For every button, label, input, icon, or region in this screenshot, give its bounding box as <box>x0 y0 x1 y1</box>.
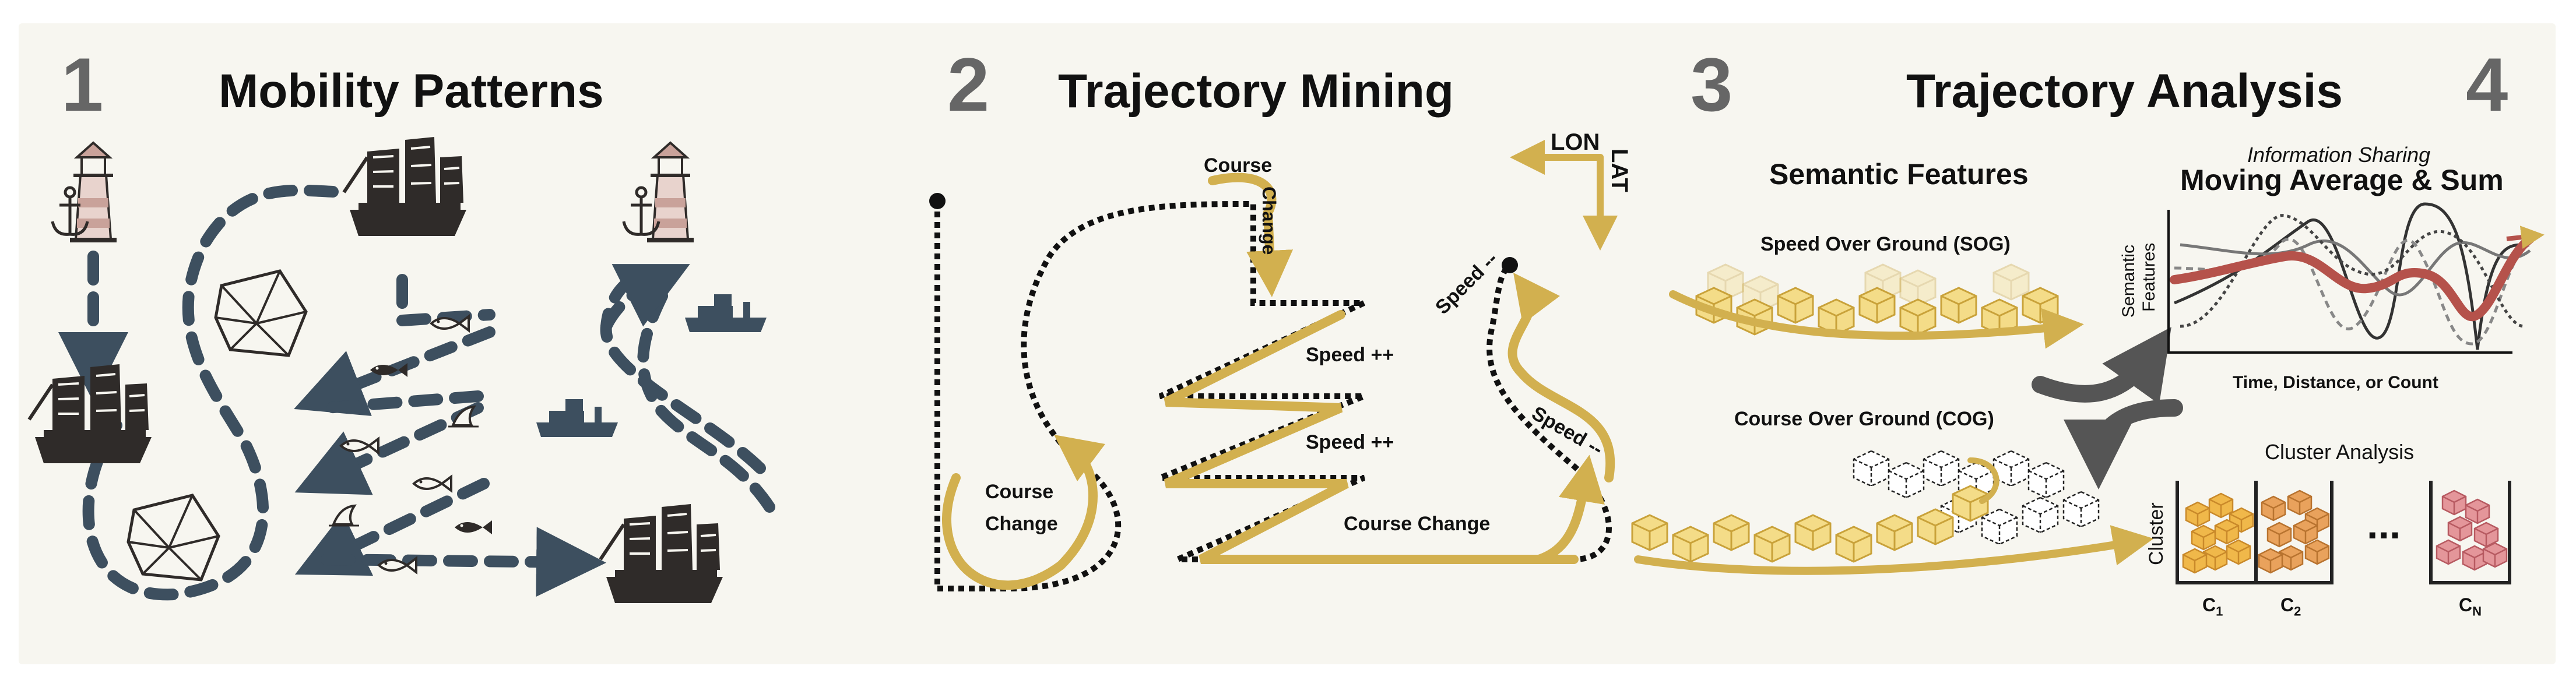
panel-title: Trajectory Mining <box>1058 65 1454 118</box>
speed-up-label: Speed ++ <box>1306 344 1394 366</box>
to-moving-average-arrow <box>2032 327 2171 404</box>
series-line <box>2180 239 2531 297</box>
cluster-label-c1: C1 <box>2202 594 2223 619</box>
series-line <box>2180 214 2525 328</box>
shark-fin-icon <box>328 505 360 527</box>
aggregation-panel <box>2167 202 2545 584</box>
panel-number: 1 <box>61 42 104 127</box>
cluster-label-c2: C2 <box>2280 594 2301 619</box>
moving-average-title: Moving Average & Sum <box>2180 164 2504 196</box>
sog-trend-arrow <box>1669 290 2084 349</box>
y-axis-label: Semantic <box>2119 244 2138 318</box>
course-change-label: Course <box>985 481 1054 503</box>
lighthouse-icon <box>69 142 118 244</box>
lat-label: LAT <box>1607 149 1632 192</box>
cog-cubes <box>1631 450 2100 563</box>
mobility-patterns-panel <box>29 137 775 603</box>
fish-icon <box>340 438 379 454</box>
trajectory-analysis-panel <box>1631 263 2183 575</box>
lon-label: LON <box>1551 129 1600 155</box>
cargo-ship-icon <box>536 399 618 437</box>
cluster-analysis-title: Cluster Analysis <box>2265 440 2415 464</box>
cluster-frame-cn <box>2429 481 2511 584</box>
course-change-label: Course <box>1204 154 1273 177</box>
trajectory-dotted-loop <box>937 200 1364 591</box>
moving-average-arrow <box>2506 226 2545 249</box>
cog-curl-arrow <box>1967 457 1999 504</box>
path-ship-down <box>396 274 495 327</box>
y-axis-label: Features <box>2139 242 2159 312</box>
info-sharing-label: Information Sharing <box>2247 143 2431 167</box>
lighthouse-icon <box>646 142 695 244</box>
moving-average-red-line <box>2170 234 2535 321</box>
to-cluster-analysis-arrow <box>2064 399 2183 489</box>
cluster-frame-c1 <box>2176 481 2258 584</box>
semantic-features-heading: Semantic Features <box>1769 158 2029 191</box>
polyhedron-icon <box>128 495 219 580</box>
trajectory-dotted-zigzag <box>1158 263 1612 562</box>
cluster-axis-label: Cluster <box>2145 502 2167 565</box>
ellipsis: ... <box>2367 502 2401 547</box>
cluster-frame-c2 <box>2254 481 2333 584</box>
panel-number: 3 <box>1691 42 1733 127</box>
cog-label: Course Over Ground (COG) <box>1734 408 1994 430</box>
panel-title: Trajectory Analysis <box>1906 65 2343 118</box>
path-to-lighthouse-2 <box>600 264 690 332</box>
course-change-arrow-bottom <box>1534 455 1605 564</box>
moving-average-axes <box>2167 210 2512 354</box>
course-change-arrow-top <box>1208 172 1294 297</box>
panel-number: 4 <box>2466 42 2508 127</box>
course-change-arrow-left <box>942 434 1106 590</box>
series-line <box>2174 237 2531 346</box>
path-lane-1 <box>294 326 495 416</box>
speed-up-label: Speed ++ <box>1306 431 1394 453</box>
course-change-label: Change <box>985 513 1058 535</box>
cluster-label-cn: CN <box>2459 594 2482 619</box>
path-lane-bottom <box>321 527 606 597</box>
sog-label: Speed Over Ground (SOG) <box>1760 233 2011 255</box>
course-change-label: Course Change <box>1344 513 1491 535</box>
panel-title: Mobility Patterns <box>219 65 604 118</box>
course-change-label: Change <box>1259 186 1280 255</box>
cog-trend-arrow <box>1634 525 2154 575</box>
ship-icon <box>344 137 466 236</box>
path-big-loop <box>82 184 356 601</box>
panel-number: 2 <box>947 42 990 127</box>
cargo-ship-icon <box>685 294 767 332</box>
fish-icon <box>413 475 452 492</box>
path-lane-2 <box>321 390 484 414</box>
fish-icon <box>455 520 492 534</box>
path-lane-4 <box>294 478 490 576</box>
trajectory-mining-panel <box>929 140 1618 591</box>
path-lane-3 <box>294 402 484 495</box>
ship-icon <box>29 364 152 463</box>
ship-icon <box>600 504 723 603</box>
speed-zigzag-arrow <box>1164 310 1579 564</box>
speed-down-arrow <box>1507 272 1615 482</box>
polyhedron-icon <box>216 271 306 355</box>
x-axis-label: Time, Distance, or Count <box>2233 373 2438 392</box>
